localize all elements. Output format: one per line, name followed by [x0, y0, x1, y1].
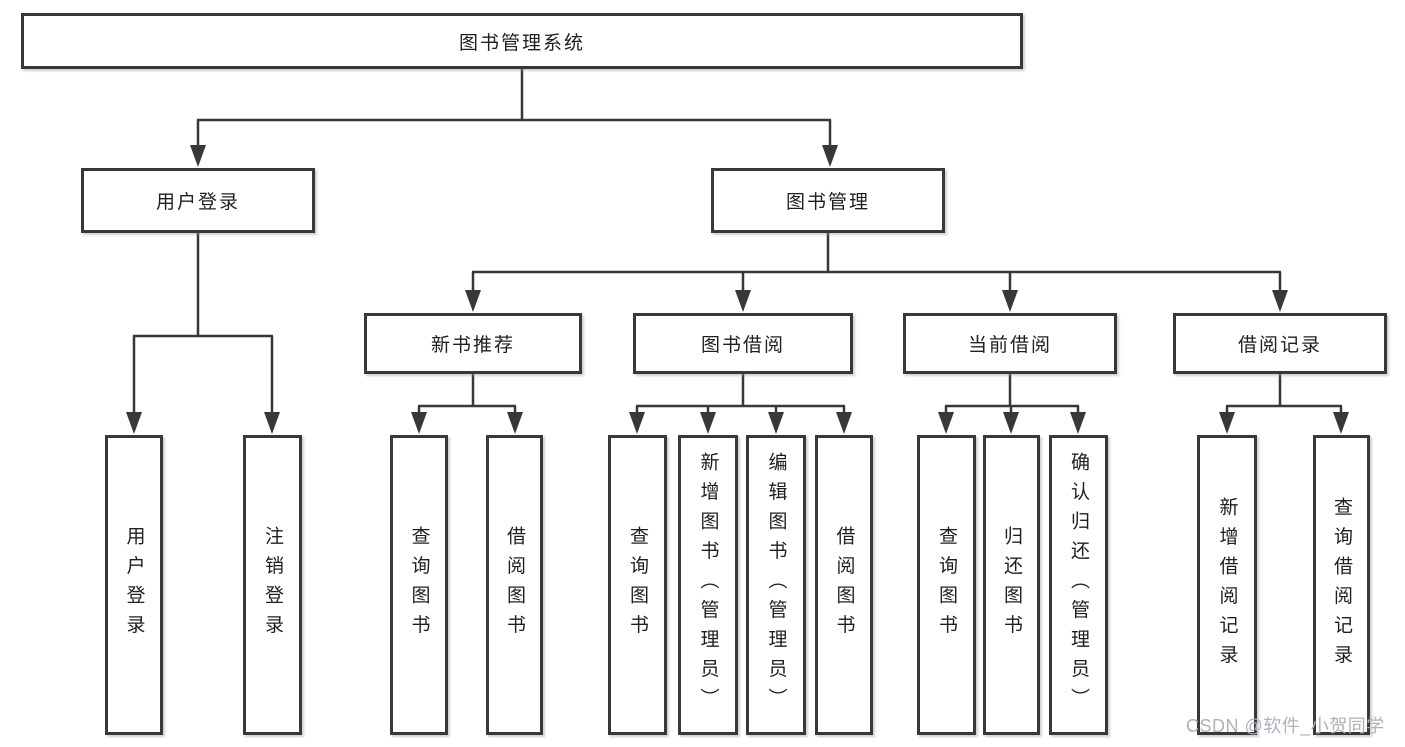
leaf-return-book: 归还图书 [983, 435, 1040, 735]
node-label: 新书推荐 [430, 335, 515, 356]
leaf-query-books-current: 查询图书 [917, 435, 976, 735]
node-label: 查询图书 [627, 526, 648, 644]
node-label: 借阅记录 [1237, 335, 1322, 356]
tree-edges [132, 68, 1343, 418]
arrowheads [126, 145, 1349, 434]
leaf-add-borrow-record: 新增借阅记录 [1197, 435, 1257, 735]
node-label: 编辑图书（管理员） [765, 452, 787, 718]
node-label: 查询图书 [408, 526, 430, 644]
leaf-query-books-borrowing: 查询图书 [608, 435, 667, 735]
leaf-logout: 注销登录 [243, 435, 302, 735]
node-label: 当前借阅 [967, 335, 1052, 356]
node-label: 借阅图书 [833, 526, 855, 644]
csdn-watermark: CSDN @软件_小贺同学 [1186, 716, 1385, 736]
leaf-borrow-books-borrowing: 借阅图书 [815, 435, 873, 735]
node-label: 借阅图书 [504, 526, 525, 644]
node-library-management-system: 图书管理系统 [21, 13, 1023, 69]
leaf-confirm-return-admin: 确认归还（管理员） [1049, 435, 1108, 735]
leaf-borrow-books-recommend: 借阅图书 [486, 435, 543, 735]
node-label: 图书借阅 [700, 335, 785, 356]
node-label: 用户登录 [123, 526, 145, 644]
node-book-management: 图书管理 [711, 168, 945, 233]
node-current-borrowing: 当前借阅 [903, 313, 1117, 374]
node-label: 图书管理系统 [458, 32, 585, 54]
node-user-login: 用户登录 [81, 168, 315, 233]
leaf-query-books-recommend: 查询图书 [390, 435, 448, 735]
leaf-user-login: 用户登录 [105, 435, 163, 735]
node-label: 图书管理 [785, 192, 870, 213]
node-book-borrowing: 图书借阅 [633, 313, 853, 374]
node-label: 查询图书 [936, 526, 957, 644]
node-new-book-recommendation: 新书推荐 [364, 313, 582, 374]
node-label: 注销登录 [262, 526, 283, 644]
node-label: 新增借阅记录 [1216, 496, 1238, 674]
node-label: 查询借阅记录 [1331, 496, 1352, 674]
node-borrowing-records: 借阅记录 [1173, 313, 1387, 374]
node-label: 用户登录 [155, 192, 240, 213]
leaf-edit-book-admin: 编辑图书（管理员） [746, 435, 806, 735]
node-label: 确认归还（管理员） [1068, 452, 1089, 718]
node-label: 归还图书 [1001, 526, 1022, 644]
leaf-query-borrow-record: 查询借阅记录 [1313, 435, 1370, 735]
node-label: 新增图书（管理员） [697, 452, 719, 718]
leaf-add-book-admin: 新增图书（管理员） [678, 435, 738, 735]
